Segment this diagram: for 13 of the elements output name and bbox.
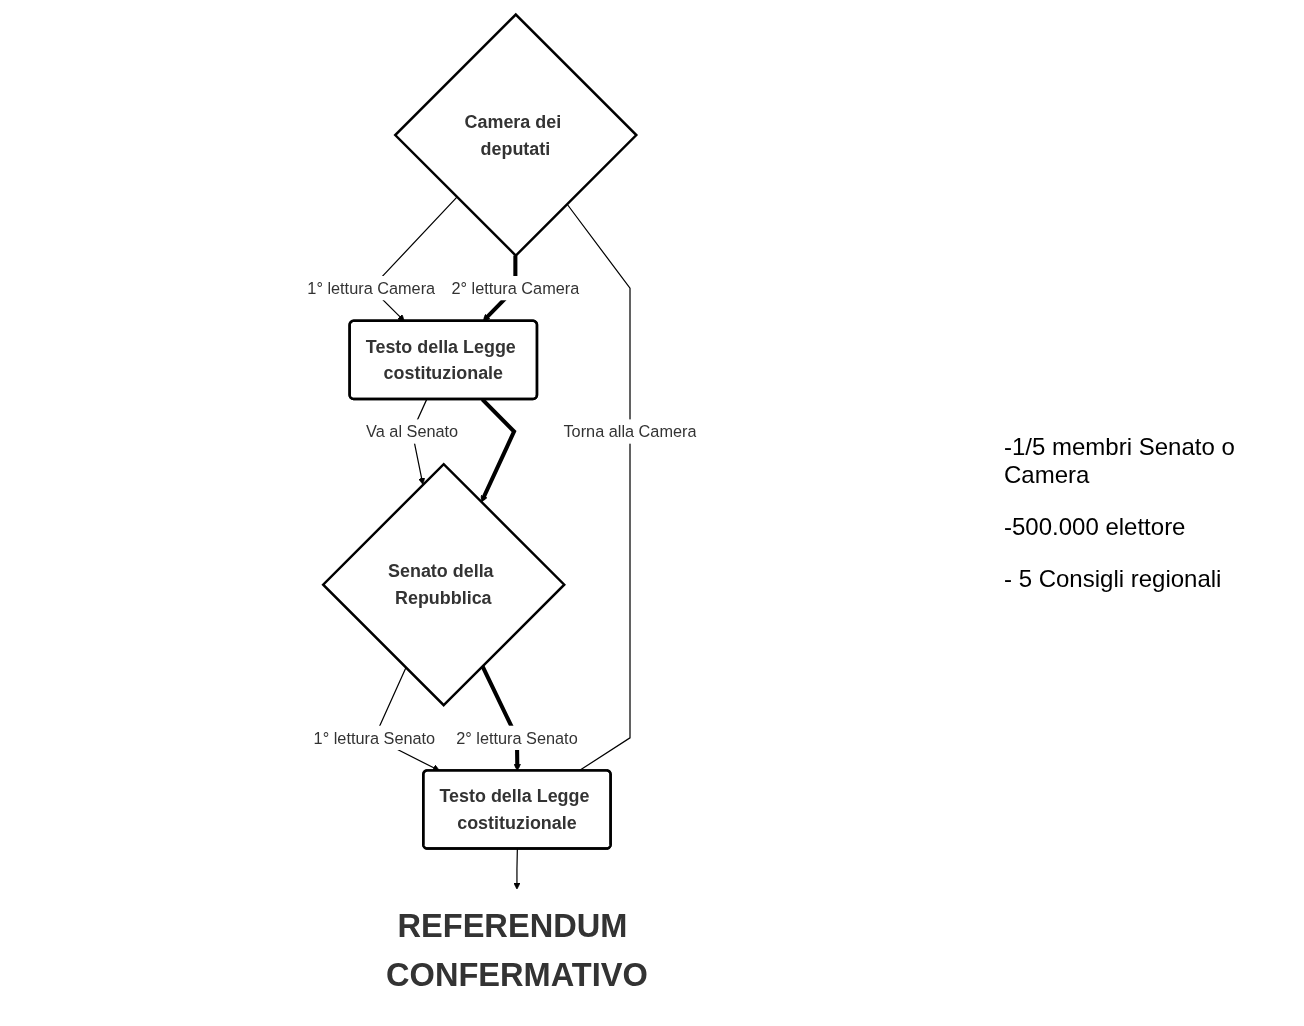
node-text: REFERENDUM CONFERMATIVO xyxy=(386,908,648,993)
note-text: -1/5 membri Senato o Camera xyxy=(1004,433,1236,489)
edge-label: 2° lettura Senato xyxy=(456,728,578,747)
node-diamond: Camera dei deputati xyxy=(393,12,639,258)
edge-label: Va al Senato xyxy=(366,422,459,441)
edge-label: 1° lettura Camera xyxy=(307,279,436,298)
note-text: -500.000 elettore xyxy=(1004,513,1187,541)
edge-label: Torna alla Camera xyxy=(563,422,697,441)
note-text: - 5 Consigli regionali xyxy=(1004,565,1223,593)
edge-label: 1° lettura Senato xyxy=(313,728,436,747)
arrow xyxy=(513,848,521,890)
edge-label: 2° lettura Camera xyxy=(451,279,580,298)
node-diamond: Senato della Repubblica xyxy=(321,462,567,707)
